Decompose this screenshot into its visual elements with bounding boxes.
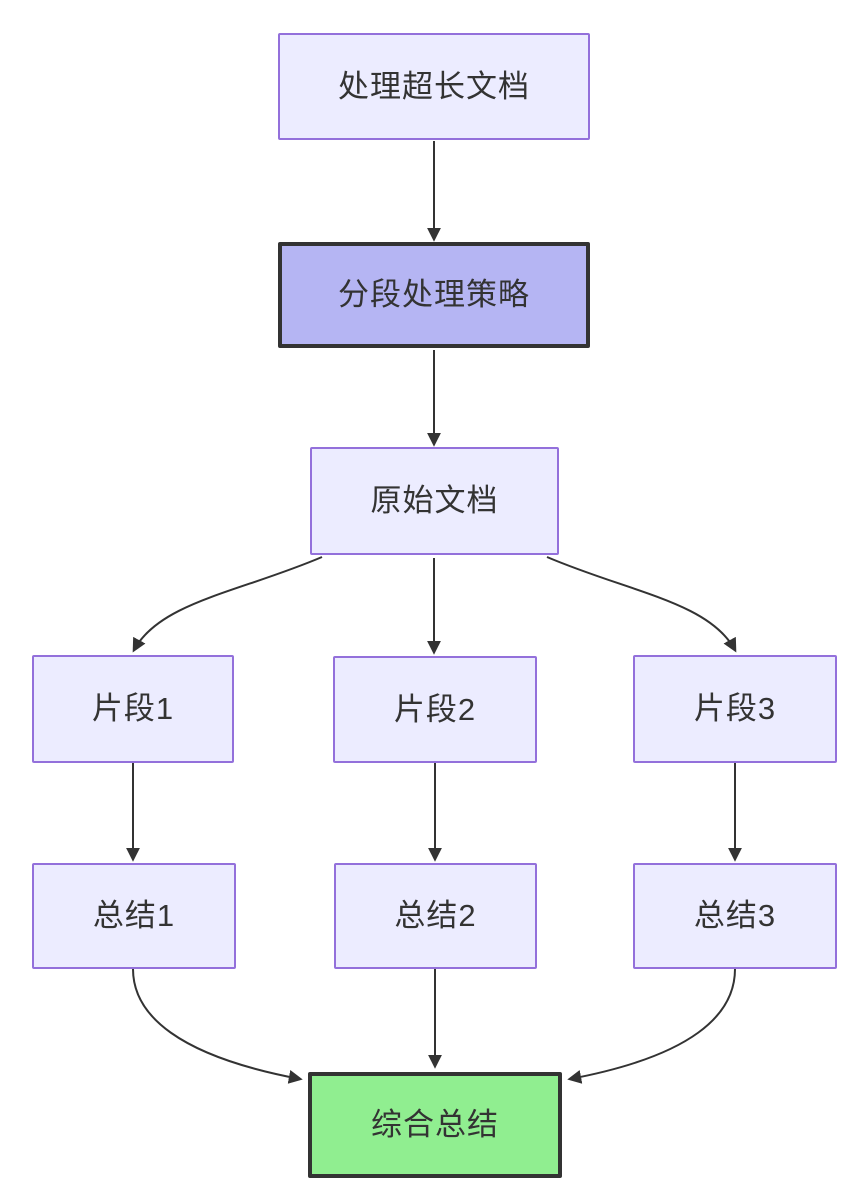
- node-summary2: 总结2: [334, 863, 537, 969]
- node-summary1: 总结1: [32, 863, 236, 969]
- node-original: 原始文档: [310, 447, 559, 555]
- node-strategy-label: 分段处理策略: [338, 277, 530, 313]
- node-process: 处理超长文档: [278, 33, 590, 140]
- node-summary3-label: 总结3: [693, 898, 777, 934]
- node-fragment3: 片段3: [633, 655, 837, 763]
- node-summary3: 总结3: [633, 863, 837, 969]
- node-original-label: 原始文档: [370, 483, 499, 519]
- edge-summary3-final: [567, 968, 736, 1084]
- node-process-label: 处理超长文档: [338, 68, 530, 104]
- edge-summary1-final: [132, 968, 303, 1084]
- node-final: 综合总结: [308, 1072, 562, 1178]
- node-fragment3-label: 片段3: [693, 691, 777, 727]
- node-strategy: 分段处理策略: [278, 242, 590, 348]
- node-final-label: 综合总结: [371, 1107, 499, 1143]
- node-summary1-label: 总结1: [92, 898, 176, 934]
- edge-original-fragment3: [546, 556, 737, 653]
- node-fragment2-label: 片段2: [393, 691, 477, 727]
- node-fragment1-label: 片段1: [91, 691, 175, 727]
- node-summary2-label: 总结2: [394, 898, 477, 934]
- node-fragment2: 片段2: [333, 656, 537, 763]
- node-fragment1: 片段1: [32, 655, 234, 763]
- edge-original-fragment1: [132, 556, 323, 653]
